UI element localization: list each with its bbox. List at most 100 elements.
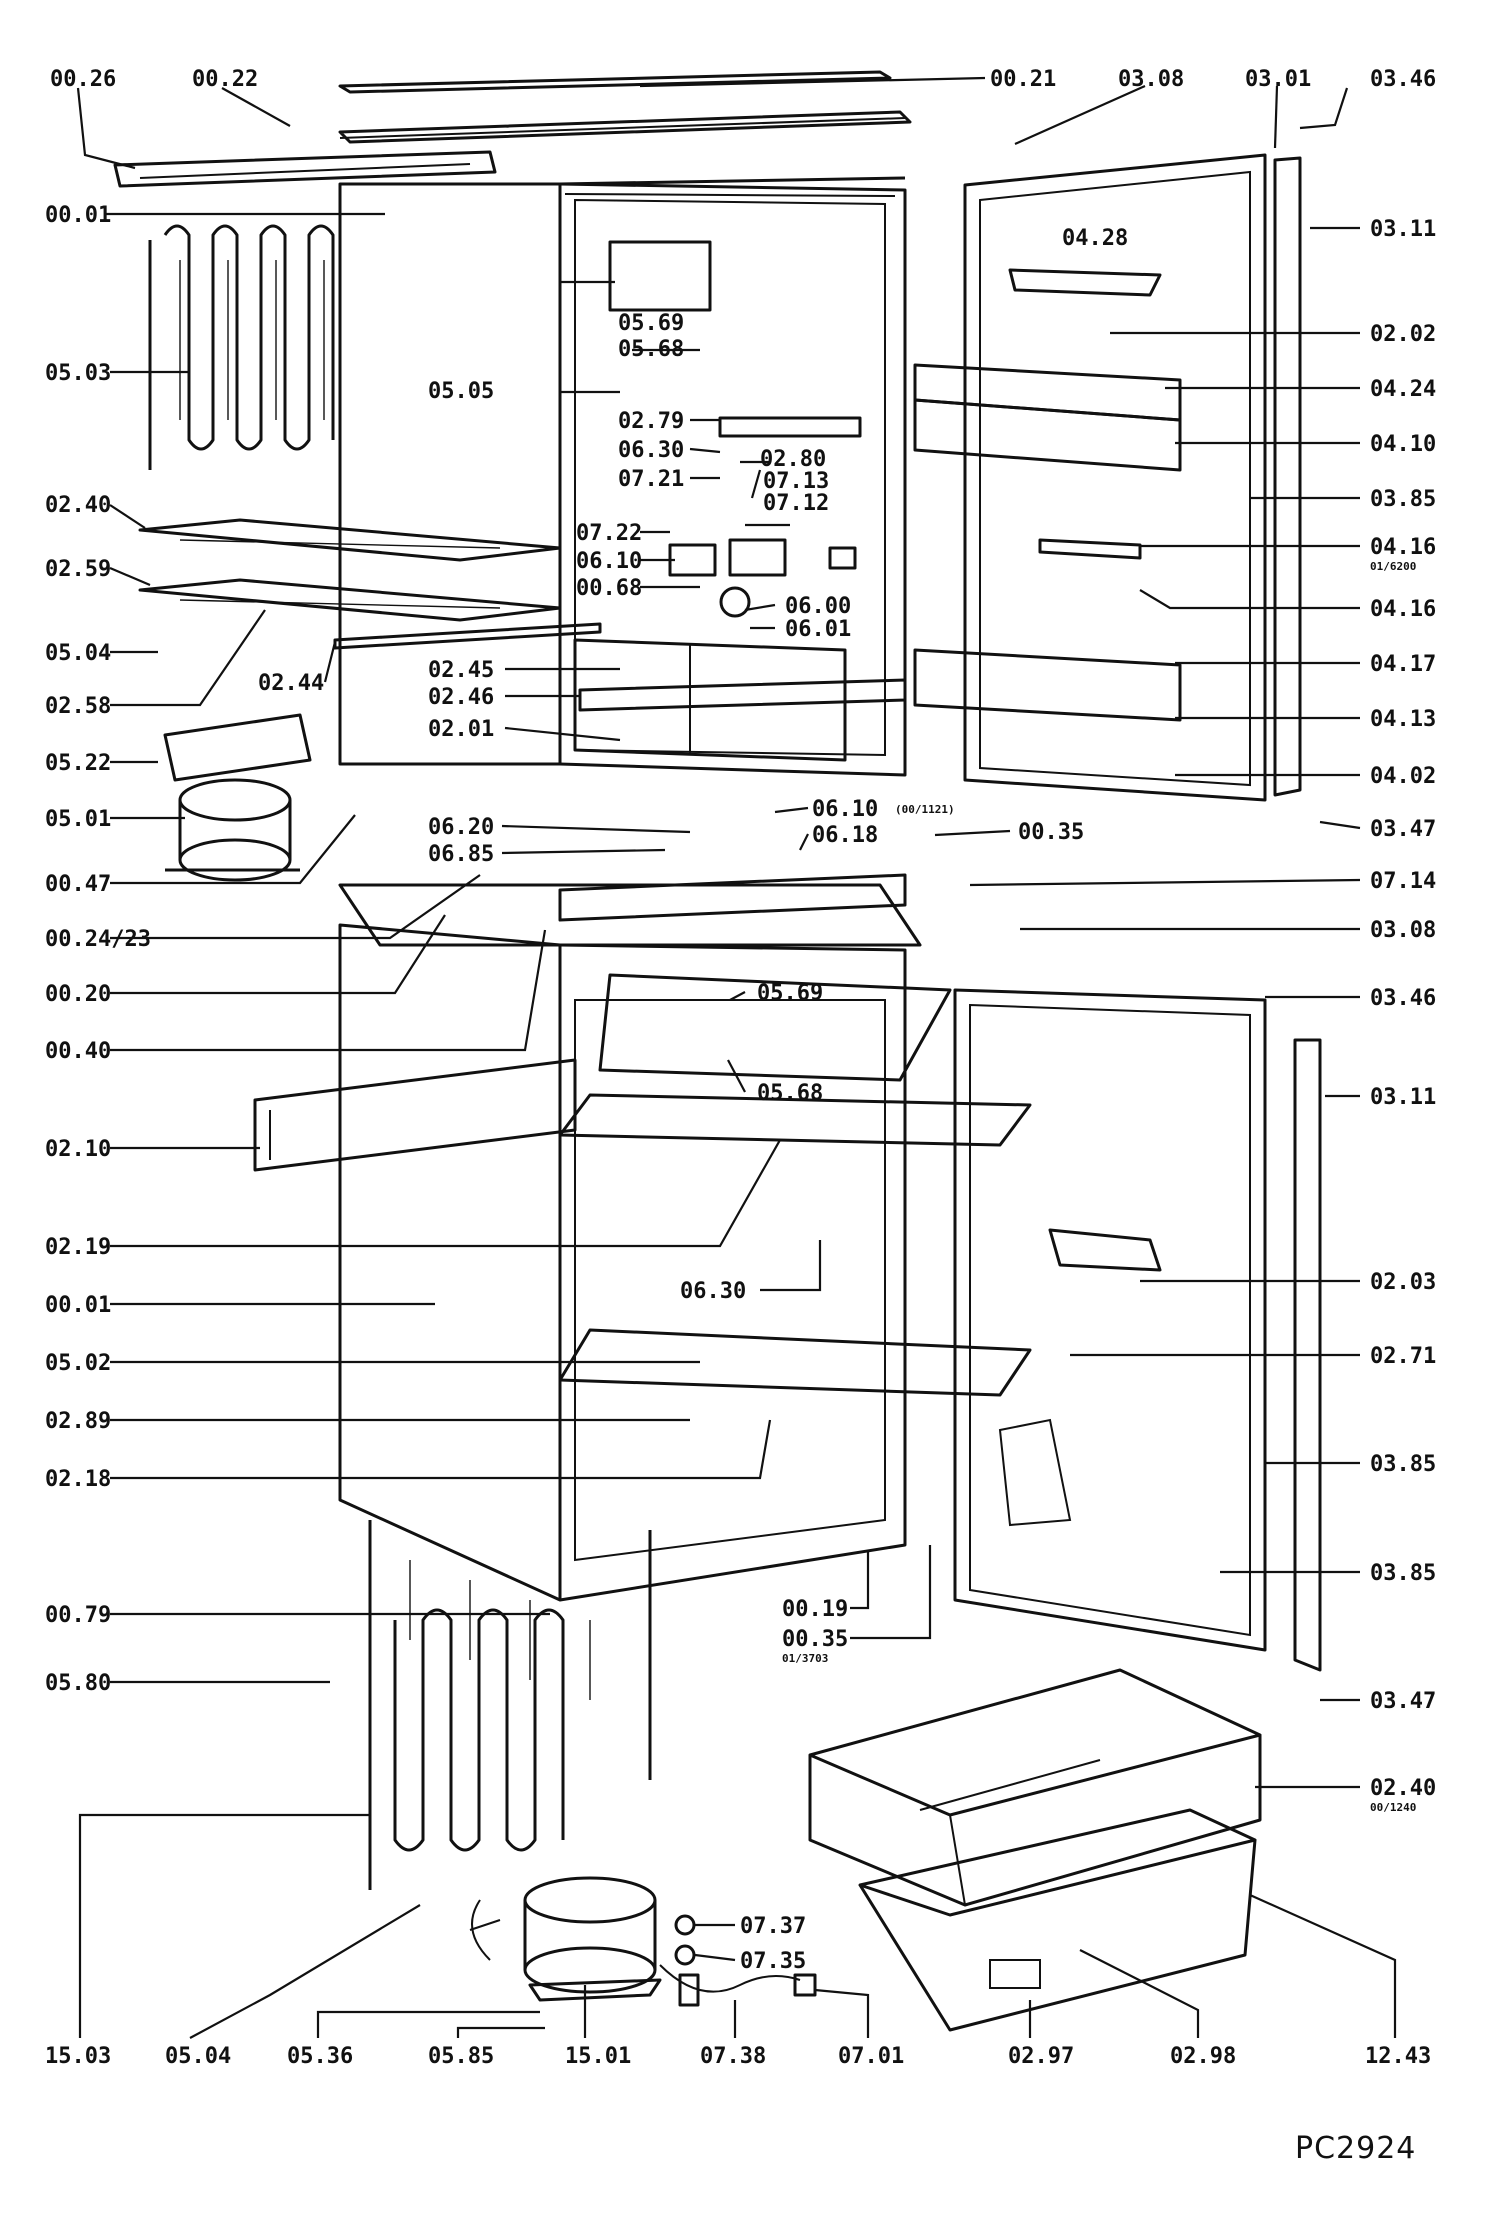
label-02-89: 02.89 xyxy=(45,1409,111,1434)
label-05-85: 05.85 xyxy=(428,2044,494,2069)
label-02-45: 02.45 xyxy=(428,658,494,683)
label-05-01: 05.01 xyxy=(45,807,111,832)
label-02-44: 02.44 xyxy=(258,671,324,696)
part-labels: 00.26 00.22 00.21 03.08 03.01 03.46 00.0… xyxy=(45,67,1436,2166)
label-07-35: 07.35 xyxy=(740,1949,806,1974)
sublabel-01-3703: 01/3703 xyxy=(782,1652,828,1665)
label-00-20: 00.20 xyxy=(45,982,111,1007)
label-02-03: 02.03 xyxy=(1370,1270,1436,1295)
label-04-13: 04.13 xyxy=(1370,707,1436,732)
label-05-22: 05.22 xyxy=(45,751,111,776)
label-05-02: 05.02 xyxy=(45,1351,111,1376)
label-04-28: 04.28 xyxy=(1062,226,1128,251)
label-00-26: 00.26 xyxy=(50,67,116,92)
label-07-37: 07.37 xyxy=(740,1914,806,1939)
label-07-13: 07.13 xyxy=(763,469,829,494)
upper-wire-shelves xyxy=(138,518,562,622)
label-03-46-mid: 03.46 xyxy=(1370,986,1436,1011)
label-07-38: 07.38 xyxy=(700,2044,766,2069)
label-02-40-left: 02.40 xyxy=(45,493,111,518)
label-06-01: 06.01 xyxy=(785,617,851,642)
label-02-19: 02.19 xyxy=(45,1235,111,1260)
upper-cabinet xyxy=(338,176,907,777)
label-04-16-b: 04.16 xyxy=(1370,597,1436,622)
label-02-59: 02.59 xyxy=(45,557,111,582)
label-06-10-mid: 06.10 xyxy=(812,797,878,822)
label-00-24-23: 00.24/23 xyxy=(45,927,151,952)
label-02-98: 02.98 xyxy=(1170,2044,1236,2069)
label-15-03: 15.03 xyxy=(45,2044,111,2069)
label-02-18: 02.18 xyxy=(45,1467,111,1492)
thermostat-parts xyxy=(608,240,862,618)
label-07-21: 07.21 xyxy=(618,467,684,492)
label-00-35-mid: 00.35 xyxy=(1018,820,1084,845)
upper-crisper-area xyxy=(573,638,907,762)
label-12-43: 12.43 xyxy=(1365,2044,1431,2069)
label-03-11-upper: 03.11 xyxy=(1370,217,1436,242)
label-15-01: 15.01 xyxy=(565,2044,631,2069)
label-00-21: 00.21 xyxy=(990,67,1056,92)
label-02-71: 02.71 xyxy=(1370,1344,1436,1369)
label-02-80: 02.80 xyxy=(760,447,826,472)
freezer-drawer xyxy=(808,1668,1262,1907)
label-07-22: 07.22 xyxy=(576,521,642,546)
label-00-19: 00.19 xyxy=(782,1597,848,1622)
compressor-upper xyxy=(163,713,312,882)
label-04-10: 04.10 xyxy=(1370,432,1436,457)
label-03-85-lower: 03.85 xyxy=(1370,1561,1436,1586)
label-00-40: 00.40 xyxy=(45,1039,111,1064)
label-05-68-lower: 05.68 xyxy=(757,1081,823,1106)
label-00-68: 00.68 xyxy=(576,576,642,601)
leader-lines xyxy=(76,76,1397,2039)
label-00-01-lower: 00.01 xyxy=(45,1293,111,1318)
label-02-40-right: 02.40 xyxy=(1370,1776,1436,1801)
label-00-35-lower: 00.35 xyxy=(782,1627,848,1652)
label-05-69-upper: 05.69 xyxy=(618,311,684,336)
top-cover xyxy=(113,70,912,188)
label-06-10-upper: 06.10 xyxy=(576,549,642,574)
label-00-79: 00.79 xyxy=(45,1603,111,1628)
label-03-11-lower: 03.11 xyxy=(1370,1085,1436,1110)
label-06-18: 06.18 xyxy=(812,823,878,848)
label-02-97: 02.97 xyxy=(1008,2044,1074,2069)
label-02-10: 02.10 xyxy=(45,1137,111,1162)
label-05-05: 05.05 xyxy=(428,379,494,404)
sublabel-00-1240: 00/1240 xyxy=(1370,1801,1416,1814)
label-05-36: 05.36 xyxy=(287,2044,353,2069)
label-04-16-a: 04.16 xyxy=(1370,535,1436,560)
label-03-47-lower: 03.47 xyxy=(1370,1689,1436,1714)
label-02-58: 02.58 xyxy=(45,694,111,719)
middle-divider xyxy=(338,873,922,947)
label-02-02: 02.02 xyxy=(1370,322,1436,347)
label-07-14: 07.14 xyxy=(1370,869,1436,894)
label-04-02: 04.02 xyxy=(1370,764,1436,789)
compressor-lower xyxy=(469,1876,662,2002)
label-03-46-top: 03.46 xyxy=(1370,67,1436,92)
label-05-80: 05.80 xyxy=(45,1671,111,1696)
label-06-20: 06.20 xyxy=(428,815,494,840)
upper-door xyxy=(913,153,1302,802)
label-05-04-left: 05.04 xyxy=(45,641,111,666)
label-06-30-upper: 06.30 xyxy=(618,438,684,463)
label-06-85: 06.85 xyxy=(428,842,494,867)
sublabel-01-6200: 01/6200 xyxy=(1370,560,1416,573)
label-04-17: 04.17 xyxy=(1370,652,1436,677)
label-05-68-upper: 05.68 xyxy=(618,337,684,362)
sublabel-00-1121: (00/1121) xyxy=(895,803,955,816)
lower-door xyxy=(953,988,1322,1672)
label-02-01: 02.01 xyxy=(428,717,494,742)
label-02-46: 02.46 xyxy=(428,685,494,710)
label-04-24: 04.24 xyxy=(1370,377,1436,402)
label-05-04-bottom: 05.04 xyxy=(165,2044,231,2069)
label-03-85-mid: 03.85 xyxy=(1370,1452,1436,1477)
label-00-01-upper: 00.01 xyxy=(45,203,111,228)
base-drawer xyxy=(858,1808,1257,2032)
label-05-69-lower: 05.69 xyxy=(757,981,823,1006)
lower-cabinet xyxy=(253,923,1032,1602)
label-06-00: 06.00 xyxy=(785,594,851,619)
label-02-79: 02.79 xyxy=(618,409,684,434)
label-03-01: 03.01 xyxy=(1245,67,1311,92)
label-03-85-upper: 03.85 xyxy=(1370,487,1436,512)
compressor-small-parts xyxy=(659,1914,817,2007)
